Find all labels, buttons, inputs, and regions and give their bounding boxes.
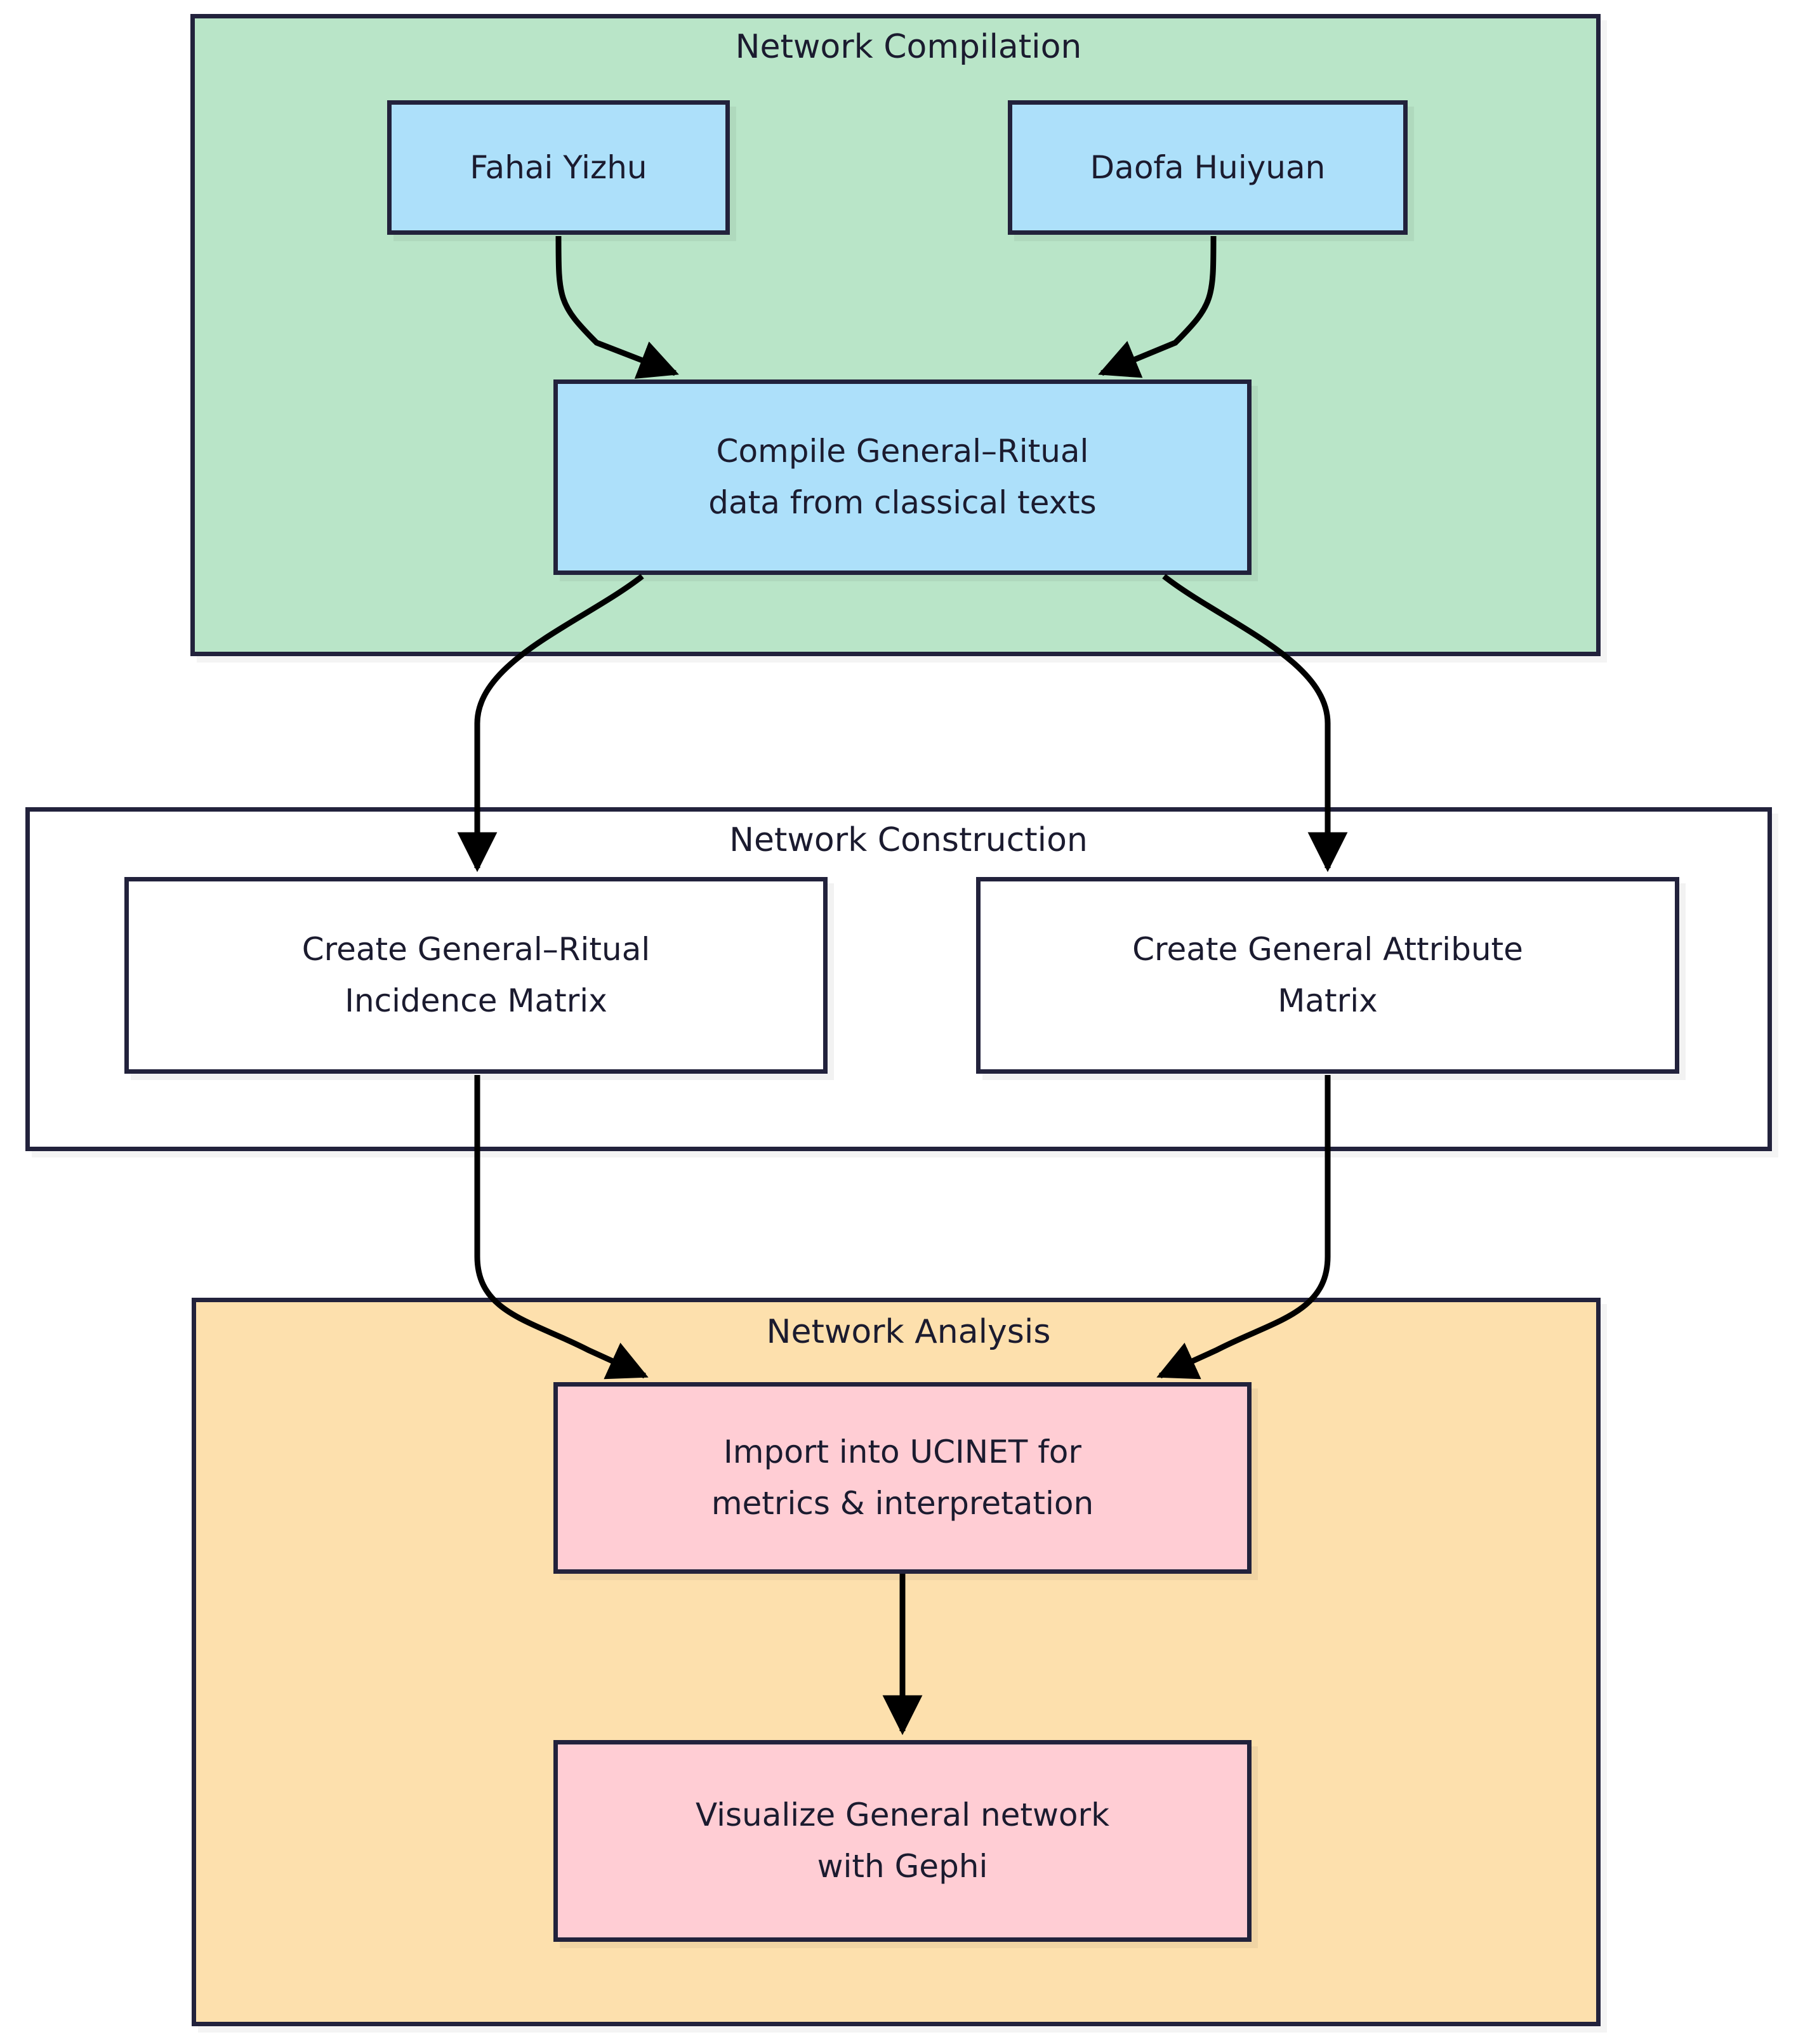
node-compile-general-ritual-data[interactable]: Compile General–Ritual data from classic… [553, 379, 1252, 575]
node-attribute-line-1: Create General Attribute [1132, 931, 1523, 968]
node-daofa-huiyuan[interactable]: Daofa Huiyuan [1008, 100, 1408, 235]
node-visualize-with-gephi[interactable]: Visualize General network with Gephi [553, 1740, 1252, 1942]
node-fahai-yizhu-label: Fahai Yizhu [470, 148, 647, 186]
node-create-attribute-matrix[interactable]: Create General Attribute Matrix [976, 877, 1679, 1074]
node-create-incidence-matrix[interactable]: Create General–Ritual Incidence Matrix [124, 877, 828, 1074]
node-import-line-1: Import into UCINET for [723, 1434, 1081, 1470]
node-incidence-line-1: Create General–Ritual [301, 931, 651, 968]
node-import-line-2: metrics & interpretation [711, 1485, 1094, 1522]
cluster-title-network-compilation: Network Compilation [735, 28, 1082, 66]
cluster-title-network-analysis: Network Analysis [766, 1313, 1051, 1351]
node-daofa-huiyuan-label: Daofa Huiyuan [1090, 148, 1326, 186]
node-visualize-line-1: Visualize General network [695, 1797, 1110, 1833]
node-incidence-line-2: Incidence Matrix [345, 982, 607, 1019]
cluster-title-network-construction: Network Construction [729, 821, 1088, 859]
node-fahai-yizhu[interactable]: Fahai Yizhu [387, 100, 730, 235]
node-visualize-line-2: with Gephi [817, 1848, 988, 1885]
node-compile-line-1: Compile General–Ritual [716, 433, 1089, 470]
node-import-into-ucinet[interactable]: Import into UCINET for metrics & interpr… [553, 1382, 1252, 1574]
node-attribute-line-2: Matrix [1278, 982, 1378, 1019]
node-compile-line-2: data from classical texts [708, 484, 1097, 521]
